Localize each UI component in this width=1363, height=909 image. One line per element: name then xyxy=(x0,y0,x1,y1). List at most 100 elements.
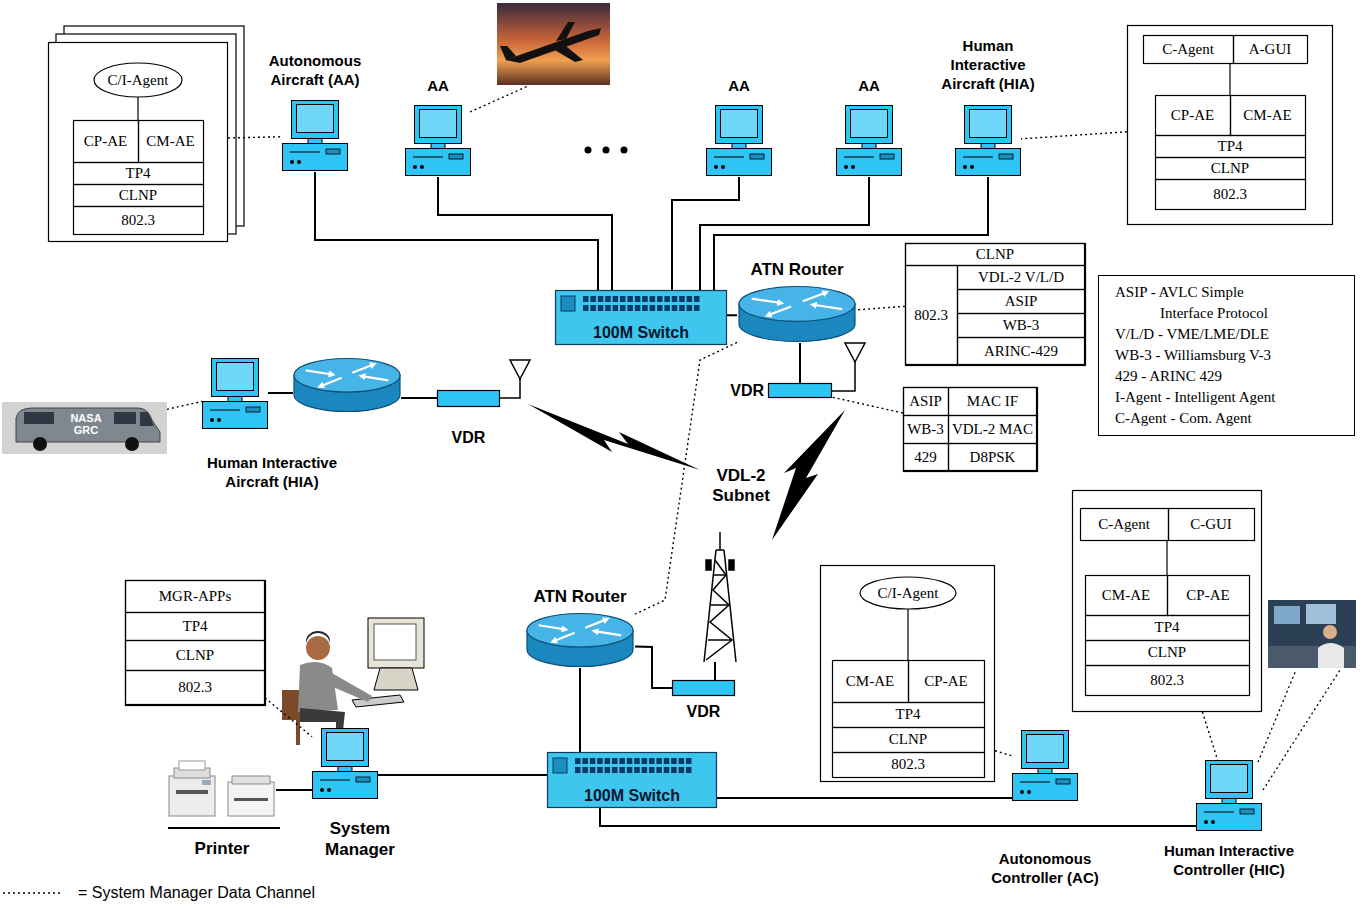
operator-figure xyxy=(368,618,424,668)
subnet-label: VDL-2 Subnet xyxy=(706,466,776,507)
computer-icon-shape xyxy=(246,407,260,412)
computer-icon-shape xyxy=(356,777,370,782)
operator-figure xyxy=(282,690,300,745)
protocol-stack-shape xyxy=(906,244,1086,266)
protocol-stack-shape xyxy=(904,388,949,416)
stack-cell: CP-AE xyxy=(73,120,138,162)
van-photo-shape xyxy=(16,408,160,442)
router-icon-shape xyxy=(813,305,842,309)
vhf-radio-box-shape xyxy=(673,681,735,696)
computer-icon: Autonomous Aircraft (AA) xyxy=(282,100,348,172)
network-switch-shape xyxy=(597,758,603,764)
data-channel-line xyxy=(265,698,312,737)
computer-icon-shape xyxy=(297,160,301,164)
protocol-stack-shape xyxy=(833,753,985,778)
abbreviation-entry: I-Agent - Intelligent Agent xyxy=(1107,387,1295,408)
printer-icon-shape xyxy=(176,790,208,794)
vdr-label: VDR xyxy=(728,381,764,401)
protocol-stack-shape xyxy=(909,661,985,703)
network-switch-shape xyxy=(656,767,662,773)
vhf-radio-box: VDR xyxy=(672,680,735,696)
network-switch-shape xyxy=(627,296,633,302)
computer-icon-shape xyxy=(326,149,340,154)
device-label: Autonomous Aircraft (AA) xyxy=(255,52,375,90)
network-link xyxy=(276,789,312,791)
wire xyxy=(268,393,715,680)
network-switch-shape xyxy=(575,767,581,773)
protocol-stack-shape xyxy=(1156,180,1306,210)
stack-cell: 802.3 xyxy=(832,752,984,777)
network-switch-shape xyxy=(687,305,693,311)
network-switch-shape xyxy=(649,767,655,773)
computer-icon-shape xyxy=(999,154,1013,159)
stack-cell: CM-AE xyxy=(832,660,908,702)
computer-icon-shape xyxy=(413,157,443,158)
radio-tower xyxy=(706,560,711,570)
stack-cell: 802.3 xyxy=(905,265,957,365)
protocol-stack-shape xyxy=(74,207,204,235)
network-switch-shape xyxy=(672,296,678,302)
network-switch-shape xyxy=(672,305,678,311)
stack-cell: C-Agent xyxy=(1143,35,1233,63)
computer-icon-shape xyxy=(851,165,855,169)
radio-tower xyxy=(719,532,721,550)
protocol-stack-shape xyxy=(906,266,958,366)
network-switch-shape xyxy=(664,296,670,302)
network-switch-shape xyxy=(548,753,717,808)
stack-cell: 802.3 xyxy=(1155,179,1305,209)
computer-icon-shape xyxy=(217,363,254,391)
computer-icon-shape xyxy=(1027,735,1064,763)
printer-icon-shape xyxy=(228,782,274,816)
protocol-stack-shape xyxy=(1156,158,1306,180)
protocol-stack-shape xyxy=(1229,63,1230,95)
network-switch-shape xyxy=(605,767,611,773)
router-icon-shape xyxy=(737,285,857,343)
protocol-stack-shape xyxy=(949,444,1038,472)
computer-icon-shape xyxy=(1020,790,1024,794)
stack-cell: C-Agent xyxy=(1080,508,1168,540)
computer-icon-shape xyxy=(431,144,445,149)
aircraft-photo xyxy=(497,3,610,85)
router-icon xyxy=(294,359,400,393)
antenna xyxy=(500,379,520,398)
van-photo: NASA GRC xyxy=(2,402,167,454)
stack-cell: ARINC-429 xyxy=(957,337,1085,365)
network-switch-shape xyxy=(671,767,677,773)
computer-icon-shape xyxy=(1022,731,1069,769)
switch-label: 100M Switch xyxy=(555,323,727,342)
network-switch-shape xyxy=(561,296,575,311)
computer-icon-shape xyxy=(1211,765,1248,793)
protocol-stack-shape xyxy=(904,444,949,472)
radio-tower xyxy=(729,560,734,570)
stack-cell: C/I-Agent xyxy=(94,63,182,97)
stack-cell: ASIP xyxy=(957,289,1085,313)
van-photo-shape xyxy=(114,412,136,424)
protocol-stack-shape xyxy=(1234,36,1308,64)
computer-icon-shape xyxy=(217,418,221,422)
protocol-stack: C-AgentA-GUICP-AECM-AETP4CLNP802.3 xyxy=(1127,25,1333,225)
computer-icon-shape xyxy=(283,144,348,171)
network-switch: 100M Switch xyxy=(555,290,727,345)
controller-photo xyxy=(1268,600,1356,668)
network-switch-shape xyxy=(686,758,692,764)
network-switch-shape xyxy=(671,758,677,764)
protocol-stack-shape xyxy=(904,416,949,444)
network-switch-shape xyxy=(679,767,685,773)
device-label: Autonomous Controller (AC) xyxy=(980,850,1110,888)
stack-cell: CLNP xyxy=(832,727,984,752)
computer-icon: Human Interactive Aircraft (HIA) xyxy=(955,105,1021,177)
protocol-stack: C/I-AgentCM-AECP-AETP4CLNP802.3 xyxy=(820,565,995,782)
radio-tower xyxy=(713,574,727,576)
ellipsis-dots xyxy=(585,147,592,154)
protocol-stack-shape xyxy=(1166,540,1167,575)
router-icon-shape xyxy=(527,614,633,648)
stack-cell: 429 xyxy=(903,443,948,471)
lightning-bolt xyxy=(528,404,845,540)
stack-cell: CLNP xyxy=(73,184,203,206)
network-switch-shape xyxy=(687,296,693,302)
aircraft-photo xyxy=(556,22,575,41)
legend-entry: = System Manager Data Channel xyxy=(0,884,420,904)
network-switch-shape xyxy=(627,305,633,311)
